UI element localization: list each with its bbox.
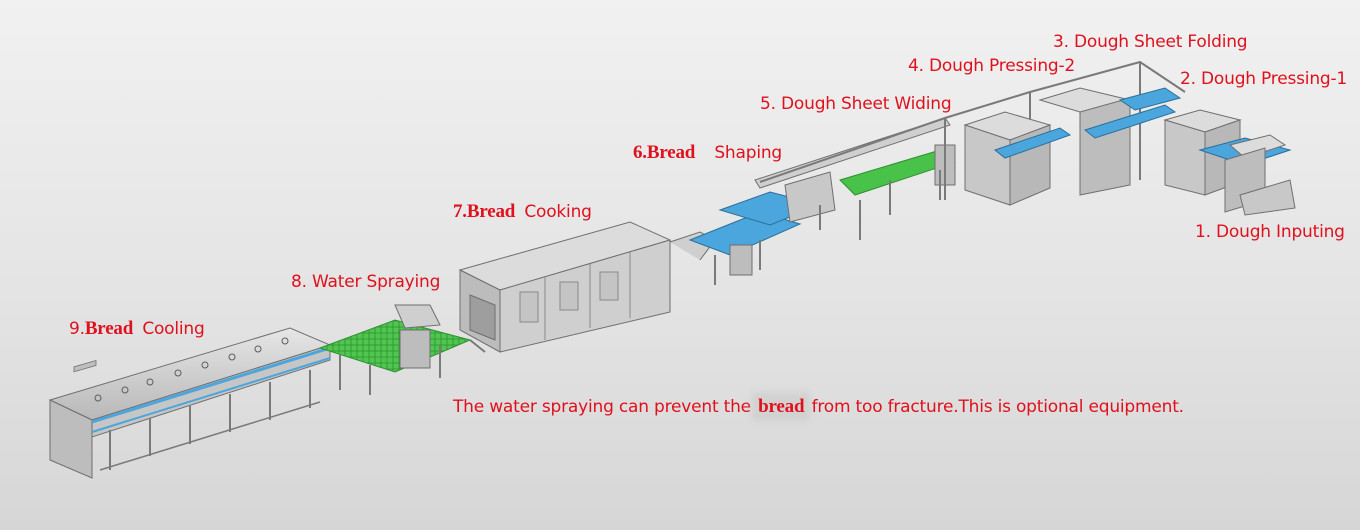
label-step-9: 9.Bread Cooling — [69, 318, 205, 340]
fan-icon — [254, 345, 262, 353]
label-step-7: 7.Bread Cooking — [453, 201, 592, 223]
fan-icon — [121, 386, 129, 394]
label-step-6-text: Shaping — [714, 143, 783, 163]
label-step-1: 1. Dough Inputing — [1195, 222, 1345, 242]
label-step-4: 4. Dough Pressing-2 — [908, 56, 1076, 76]
label-step-8: 8. Water Spraying — [291, 272, 441, 292]
fan-icon — [146, 378, 154, 386]
dough-pressing-2-unit — [963, 111, 1072, 206]
optional-equipment-note: The water spraying can prevent the bread… — [453, 396, 1184, 418]
note-text-bold: bread — [756, 396, 807, 417]
label-step-6-bold: Bread — [646, 142, 696, 163]
label-step-9-bold: Bread — [84, 318, 134, 339]
fan-icon — [201, 361, 209, 369]
label-step-6-num: 6. — [633, 142, 647, 163]
label-step-2: 2. Dough Pressing-1 — [1180, 69, 1348, 89]
fan-icon — [94, 394, 102, 402]
dough-sheet-folding-unit — [1038, 87, 1182, 196]
dough-inputing-unit — [1198, 134, 1296, 216]
label-step-9-num: 9. — [69, 319, 85, 339]
cooking-oven — [458, 221, 716, 353]
label-step-7-bold: Bread — [466, 201, 516, 222]
label-step-6: 6.Bread Shaping — [633, 142, 782, 164]
fan-icon — [281, 337, 289, 345]
fan-icon — [174, 369, 182, 377]
note-text-after: from too fracture.This is optional equip… — [811, 397, 1185, 417]
label-step-9-text: Cooling — [142, 319, 205, 339]
label-step-7-num: 7. — [453, 201, 467, 222]
cooling-conveyor — [48, 327, 332, 479]
fan-icon — [73, 359, 97, 373]
note-text-before: The water spraying can prevent the — [453, 397, 751, 417]
fan-icon — [228, 353, 236, 361]
label-step-7-text: Cooking — [524, 202, 592, 222]
label-step-5: 5. Dough Sheet Widing — [760, 94, 952, 114]
label-step-3: 3. Dough Sheet Folding — [1053, 32, 1248, 52]
water-spraying-unit — [318, 304, 486, 395]
dough-sheet-widing-unit — [754, 117, 957, 240]
